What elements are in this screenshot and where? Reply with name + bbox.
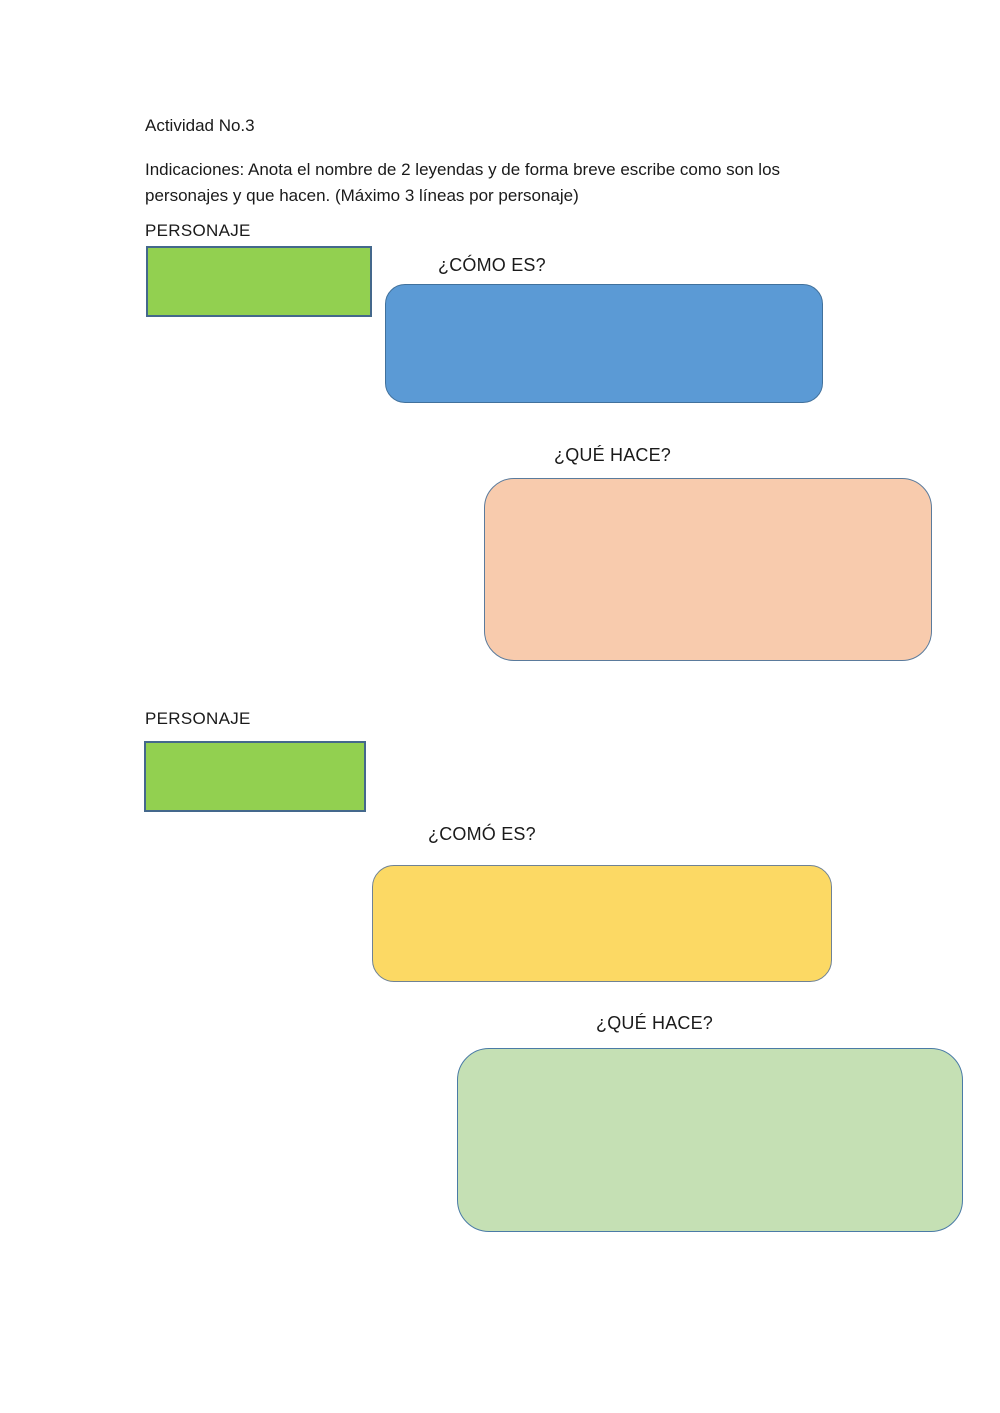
como-es-answer-box-1[interactable]: [385, 284, 823, 403]
instructions-text: Indicaciones: Anota el nombre de 2 leyen…: [145, 160, 781, 205]
activity-title: Actividad No.3: [145, 116, 255, 135]
que-hace-answer-box-1[interactable]: [484, 478, 932, 661]
que-hace-label-1: ¿QUÉ HACE?: [554, 445, 672, 465]
character-name-answer-box-2[interactable]: [144, 741, 366, 812]
character-name-answer-box-1[interactable]: [146, 246, 372, 317]
que-hace-answer-box-2[interactable]: [457, 1048, 963, 1232]
personaje-label-1: PERSONAJE: [145, 221, 251, 240]
que-hace-label-2: ¿QUÉ HACE?: [596, 1013, 714, 1033]
personaje-label-2: PERSONAJE: [145, 709, 251, 728]
como-es-label-1: ¿CÓMO ES?: [438, 255, 546, 275]
como-es-answer-box-2[interactable]: [372, 865, 832, 982]
como-es-label-2: ¿COMÓ ES?: [428, 824, 536, 844]
